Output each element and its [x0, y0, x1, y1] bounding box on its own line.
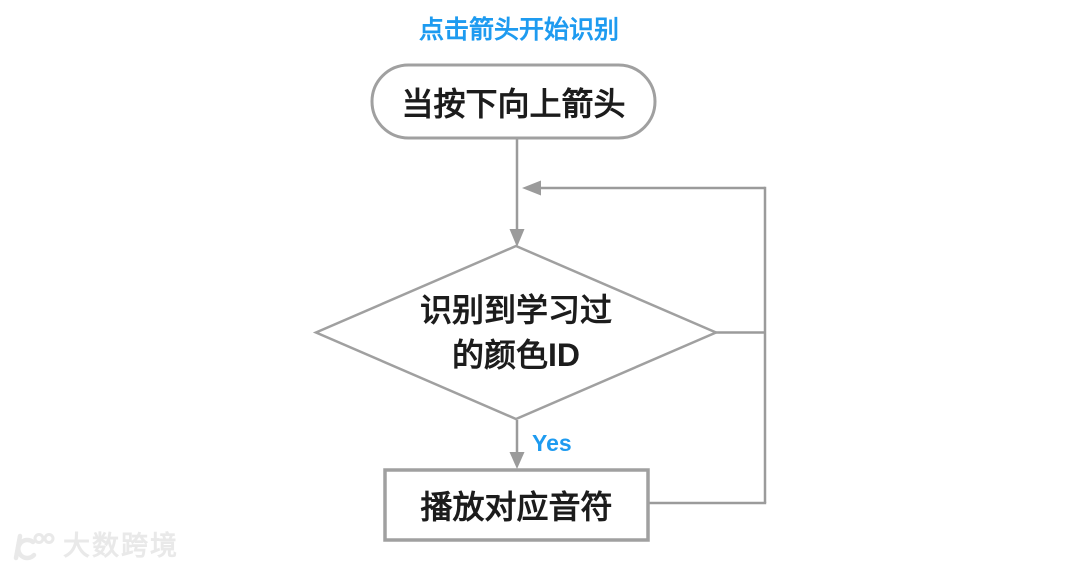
action-node-label: 播放对应音符 [420, 489, 613, 525]
decision-node-shape [312, 244, 720, 421]
arrowhead-into-action-icon [509, 452, 525, 469]
arrowhead-into-decision-icon [509, 229, 525, 247]
watermark-text: 大数跨境 [63, 531, 179, 561]
flowchart-title: 点击箭头开始识别 [418, 16, 619, 44]
decision-label-line1: 识别到学习过 [419, 291, 612, 328]
watermark: 大数跨境 [8, 530, 179, 562]
yes-edge-label: Yes [532, 430, 572, 456]
start-node-label: 当按下向上箭头 [401, 85, 626, 122]
decision-node-label: 识别到学习过 的颜色ID [316, 246, 716, 419]
action-node-shape [383, 468, 650, 542]
decision-label-line2: 的颜色ID [451, 336, 580, 373]
arrowhead-loopback-left-icon [522, 180, 541, 196]
start-node-shape [370, 63, 657, 140]
dashu-100-logo-icon [13, 533, 55, 561]
